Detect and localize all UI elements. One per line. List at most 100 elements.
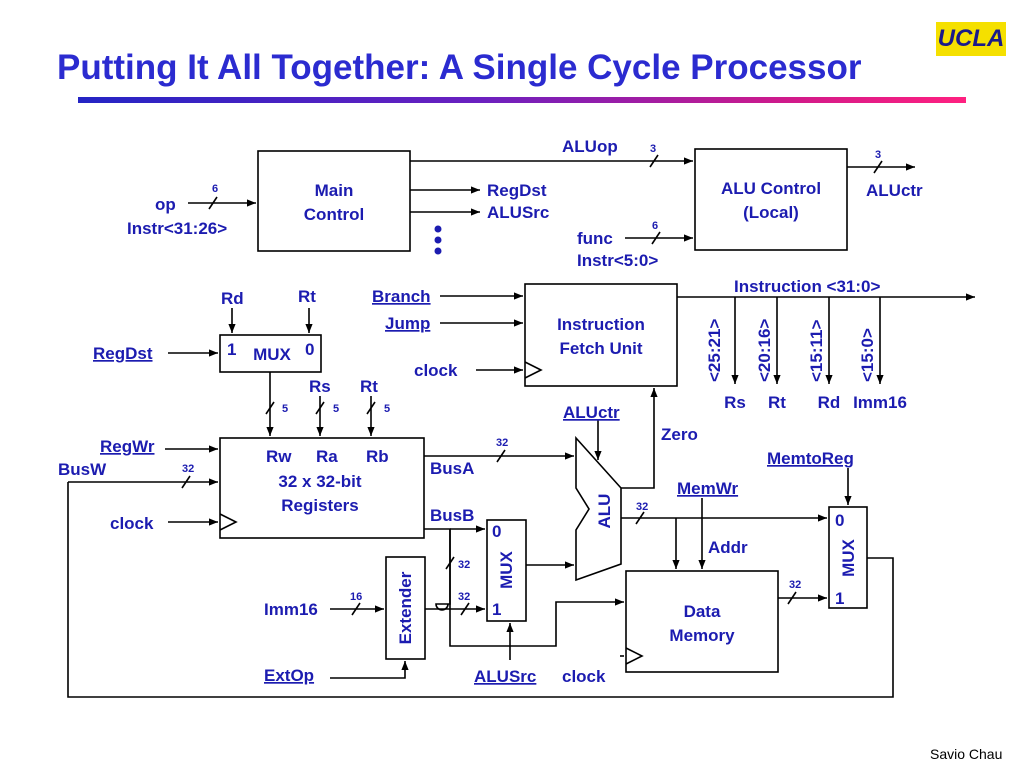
slash-busa — [496, 449, 506, 463]
main-control-label-2: Control — [304, 205, 364, 224]
label-alusrc-out: ALUSrc — [487, 203, 549, 222]
data-memory-label-1: Data — [684, 602, 721, 621]
slash-imm16 — [351, 602, 361, 616]
signal-regdst: RegDst — [93, 344, 153, 363]
label-rs-in: Rs — [309, 377, 331, 396]
mem-clock-triangle — [625, 647, 644, 665]
memtoreg-mux-in0: 0 — [835, 511, 844, 530]
label-field-20-16: <20:16> — [755, 319, 774, 382]
width-busa: 32 — [496, 437, 508, 449]
data-memory-label-2: Memory — [669, 626, 735, 645]
label-rs-out: Rs — [724, 393, 746, 412]
regdst-mux-in1: 1 — [227, 340, 236, 359]
slash-rb — [366, 401, 376, 415]
reg-port-rw: Rw — [266, 447, 292, 466]
slide-title: Putting It All Together: A Single Cycle … — [57, 48, 862, 87]
wire-zero — [621, 388, 658, 489]
slash-op — [208, 196, 218, 210]
signal-regwr: RegWr — [100, 437, 155, 456]
alu-control-label-2: (Local) — [743, 203, 799, 222]
title-underline — [78, 97, 966, 103]
wire-extop — [330, 661, 409, 679]
width-busw: 32 — [182, 463, 194, 475]
instruction-fetch-unit-block — [524, 283, 678, 387]
width-rb: 5 — [384, 403, 390, 415]
label-addr: Addr — [708, 538, 748, 557]
width-rw: 5 — [282, 403, 288, 415]
main-control-block — [257, 150, 411, 252]
register-file-label-2: Registers — [281, 496, 358, 515]
label-clock-mem: clock — [562, 667, 606, 686]
reg-port-ra: Ra — [316, 447, 338, 466]
label-regdst-out: RegDst — [487, 181, 547, 200]
ifu-label-1: Instruction — [557, 315, 645, 334]
alu-label: ALU — [595, 494, 614, 529]
ucla-logo: UCLA — [936, 22, 1006, 56]
regdst-mux-in0: 0 — [305, 340, 314, 359]
label-rt-out: Rt — [768, 393, 786, 412]
extender-label: Extender — [396, 571, 415, 644]
slash-busw — [181, 475, 191, 489]
alu-shape — [575, 435, 622, 582]
slash-ext-out — [460, 602, 470, 616]
data-memory-block — [625, 570, 779, 673]
slash-alu-out — [635, 511, 645, 525]
signal-aluctr: ALUctr — [563, 403, 620, 422]
alusrc-mux-block — [486, 519, 527, 622]
width-ra: 5 — [333, 403, 339, 415]
label-field-15-0: <15:0> — [858, 328, 877, 382]
slash-rw — [265, 401, 275, 415]
label-op: op — [155, 195, 176, 214]
width-aluctr: 3 — [875, 149, 881, 161]
label-rd-in: Rd — [221, 289, 244, 308]
reg-clock-triangle — [219, 513, 238, 531]
slash-ra — [315, 401, 325, 415]
more-signals-dot-3 — [434, 247, 442, 255]
label-aluop: ALUop — [562, 137, 618, 156]
ifu-clock-triangle — [524, 361, 543, 379]
width-busb: 32 — [458, 559, 470, 571]
width-ext-out: 32 — [458, 591, 470, 603]
wire-busb-to-mem — [449, 529, 624, 647]
alusrc-mux-label: MUX — [497, 550, 516, 588]
main-control-label-1: Main — [315, 181, 354, 200]
more-signals-dot-2 — [434, 236, 442, 244]
width-op: 6 — [212, 183, 218, 195]
alusrc-mux-in0: 0 — [492, 522, 501, 541]
slide-footer-author: Savio Chau — [930, 746, 1003, 762]
regdst-mux-label: MUX — [253, 345, 291, 364]
extender-block — [385, 556, 426, 660]
memtoreg-mux-in1: 1 — [835, 589, 844, 608]
alu-control-label-1: ALU Control — [721, 179, 821, 198]
slash-aluop — [649, 154, 659, 168]
label-rt-in: Rt — [298, 287, 316, 306]
ifu-label-2: Fetch Unit — [559, 339, 642, 358]
memtoreg-mux-block — [828, 506, 868, 609]
signal-memtoreg: MemtoReg — [767, 449, 854, 468]
signal-jump: Jump — [385, 314, 430, 333]
label-func: func — [577, 229, 613, 248]
register-file-block — [219, 437, 425, 539]
label-instr-5-0: Instr<5:0> — [577, 251, 658, 270]
label-imm16-out: Imm16 — [853, 393, 907, 412]
slash-busb — [445, 556, 455, 570]
slash-aluctr — [873, 160, 883, 174]
width-imm16: 16 — [350, 591, 362, 603]
label-rd-out: Rd — [818, 393, 841, 412]
alusrc-mux-in1: 1 — [492, 600, 501, 619]
wire-busb — [424, 528, 451, 611]
wire-writeback-loop — [67, 482, 894, 698]
more-signals-dot-1 — [434, 225, 442, 233]
label-zero: Zero — [661, 425, 698, 444]
alu-control-block — [694, 148, 848, 251]
label-instruction: Instruction <31:0> — [734, 277, 881, 296]
label-busb: BusB — [430, 506, 474, 525]
label-aluctr-out: ALUctr — [866, 181, 923, 200]
width-aluop: 3 — [650, 143, 656, 155]
label-instr-31-26: Instr<31:26> — [127, 219, 227, 238]
reg-port-rb: Rb — [366, 447, 389, 466]
signal-alusrc: ALUSrc — [474, 667, 536, 686]
slash-mem-out — [787, 591, 797, 605]
label-field-15-11: <15:11> — [807, 320, 826, 382]
